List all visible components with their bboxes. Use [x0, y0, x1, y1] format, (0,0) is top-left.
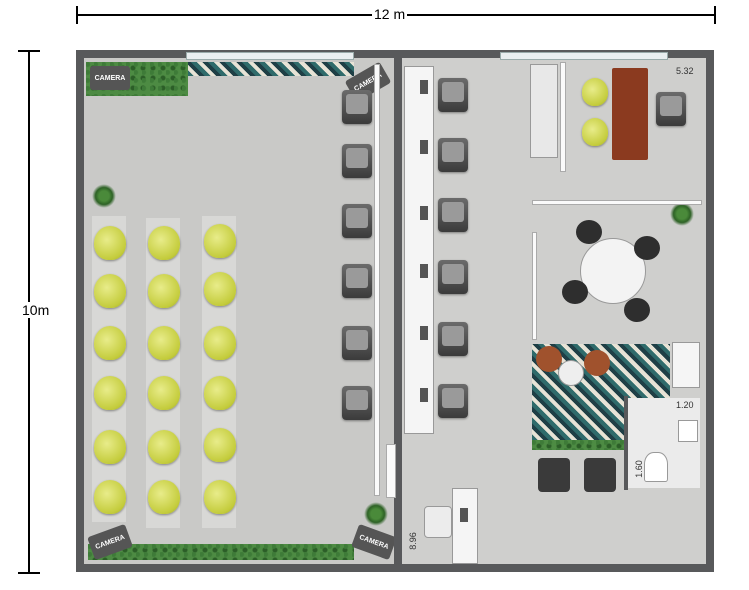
meeting-chair [562, 280, 588, 304]
plant-left [92, 184, 116, 208]
computer-icon [420, 140, 428, 154]
plant-bottom-right [364, 502, 388, 526]
chair-grey [342, 326, 372, 360]
chair-yellow [94, 326, 126, 360]
computer-icon [460, 508, 468, 522]
office-area-label: 5.32 [676, 66, 694, 76]
office-desk [612, 68, 648, 160]
chair-yellow [148, 326, 180, 360]
chair-yellow [94, 376, 126, 410]
meeting-chair [624, 298, 650, 322]
chair-yellow [148, 376, 180, 410]
chair-grey [342, 204, 372, 238]
chair-grey [438, 384, 468, 418]
planter-bottom [88, 544, 354, 560]
kitchenette-counter [672, 342, 700, 388]
chair-grey [438, 322, 468, 356]
chair-yellow [204, 326, 236, 360]
chair-grey [438, 138, 468, 172]
chair-yellow [582, 78, 608, 106]
classroom-floor [84, 58, 394, 564]
chair-yellow [204, 428, 236, 462]
meeting-chair [576, 220, 602, 244]
height-label: 10m [20, 302, 52, 318]
chair-grey [438, 260, 468, 294]
width-dimension-tick-left [76, 6, 78, 24]
chair-grey [656, 92, 686, 126]
chair-yellow [148, 480, 180, 514]
partition-wall-lower [394, 470, 402, 564]
chair-grey [342, 144, 372, 178]
reception-area-label: 8.96 [407, 532, 418, 550]
chair-yellow [148, 274, 180, 308]
meeting-room-partition [532, 200, 702, 205]
chair-grey [342, 386, 372, 420]
lounge-armchair [584, 350, 610, 376]
camera-top-left: CAMERA [90, 66, 130, 90]
lounge-chair-dark [584, 458, 616, 492]
chair-yellow [148, 226, 180, 260]
chair-yellow [204, 376, 236, 410]
workstation-desk [404, 66, 434, 434]
computer-icon [420, 206, 428, 220]
glass-partition [374, 64, 380, 496]
height-dimension-tick-top [18, 50, 40, 52]
sink [678, 420, 698, 442]
lounge-side-table [558, 360, 584, 386]
chair-yellow [148, 430, 180, 464]
chair-grey [342, 90, 372, 124]
computer-icon [420, 388, 428, 402]
chair-grey [342, 264, 372, 298]
reception-desk [452, 488, 478, 564]
width-label: 12 m [372, 6, 408, 22]
chair-yellow [204, 224, 236, 258]
meeting-chair [634, 236, 660, 260]
computer-icon [420, 80, 428, 94]
door-classroom [386, 444, 396, 498]
plant-meeting-room [670, 202, 694, 226]
chair-yellow [94, 226, 126, 260]
chair-grey [438, 78, 468, 112]
shelf [530, 64, 558, 158]
lounge-armchair [536, 346, 562, 372]
chair-grey [438, 198, 468, 232]
tile-strip-top [188, 62, 354, 76]
chair-yellow [204, 272, 236, 306]
partition-wall [394, 58, 402, 444]
height-dimension-tick-bottom [18, 572, 40, 574]
bathroom-depth-label: 1.60 [633, 460, 644, 478]
chair-yellow [582, 118, 608, 146]
planter-lounge [532, 440, 624, 450]
bathroom-area-label: 1.20 [676, 400, 694, 410]
office-partition [560, 62, 566, 172]
bathroom-wall [624, 396, 628, 490]
chair-yellow [94, 480, 126, 514]
chair-yellow [204, 480, 236, 514]
meeting-room-side [532, 232, 537, 340]
width-dimension-tick-right [714, 6, 716, 24]
reception-chair [424, 506, 452, 538]
toilet [644, 452, 668, 482]
computer-icon [420, 326, 428, 340]
computer-icon [420, 264, 428, 278]
chair-yellow [94, 274, 126, 308]
window-top-right [500, 52, 668, 60]
lounge-chair-dark [538, 458, 570, 492]
window-top-left [186, 52, 354, 60]
chair-yellow [94, 430, 126, 464]
